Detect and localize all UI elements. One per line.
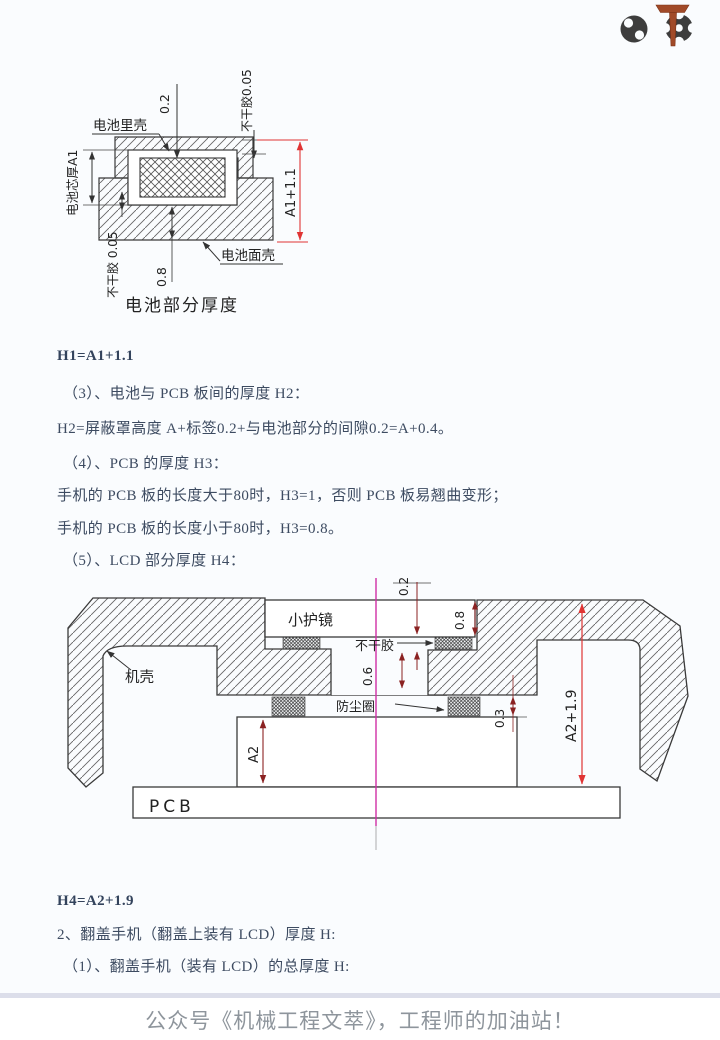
battery-core-shape [139, 157, 226, 198]
lcd-thickness-diagram: 小护镜 PCB 机壳 不干胶 防尘圈 0.2 0.8 0.6 [67, 577, 689, 850]
lcd-platform-shape [236, 716, 518, 788]
dim-gap-mid: 0.6 [361, 667, 375, 686]
dim-lcd-h: A2 [247, 746, 262, 763]
dim-bottom-thk: 0.8 [154, 267, 169, 287]
casing-left-shape [67, 597, 332, 788]
lens-shape [264, 599, 476, 638]
footer-banner: 公众号《机械工程文萃》，工程师的加油站！ [0, 998, 720, 1040]
label-adhesive: 不干胶 [355, 638, 394, 654]
formula-h4: H4=A2+1.9 [57, 893, 134, 909]
body-line: 手机的 PCB 板的长度大于80时，H3=1，否则 PCB 板易翘曲变形； [57, 488, 508, 504]
gear-icon [660, 9, 698, 47]
gear-disc-icon [620, 15, 648, 43]
diagram1-caption: 电池部分厚度 [125, 296, 239, 316]
label-adhesive-right: 不干胶0.05 [239, 69, 254, 132]
label-lens: 小护镜 [288, 611, 333, 629]
adhesive-strip-left [282, 636, 321, 650]
footer-text: 公众号《机械工程文萃》，工程师的加油站！ [145, 1009, 575, 1033]
dim-top-gap: 0.2 [157, 94, 172, 114]
body-line: 2、翻盖手机（翻盖上装有 LCD）厚度 H: [57, 927, 336, 943]
casing-right-shape [427, 599, 689, 783]
label-dust-ring: 防尘圈 [336, 699, 375, 715]
body-line: 手机的 PCB 板的长度小于80时，H3=0.8。 [57, 521, 344, 537]
footer-divider [0, 993, 720, 998]
label-casing: 机壳 [125, 669, 154, 686]
dust-ring-left [271, 696, 306, 717]
label-core-thickness: 电池芯厚A1 [65, 149, 80, 216]
adhesive-strip-right [434, 636, 473, 650]
label-adhesive-left: 不干胶 0.05 [105, 231, 120, 298]
dim-lcd-total: A2+1.9 [564, 690, 580, 742]
letter-t-icon [655, 4, 690, 47]
label-inner-shell: 电池里壳 [93, 118, 147, 134]
site-logo [620, 4, 698, 47]
dim-lens-thk: 0.8 [453, 611, 467, 630]
body-line: （5）、LCD 部分厚度 H4： [63, 553, 246, 569]
body-line: （1）、翻盖手机（装有 LCD）的总厚度 H: [63, 959, 350, 975]
body-line: H2=屏蔽罩高度 A+标签0.2+与电池部分的间隙0.2=A+0.4。 [57, 421, 454, 437]
body-line: （3）、电池与 PCB 板间的厚度 H2： [63, 386, 310, 402]
dim-gap-low: 0.3 [493, 709, 507, 728]
dim-gap-top: 0.2 [397, 577, 411, 596]
dim-total: A1+1.1 [284, 168, 299, 217]
dust-ring-right [447, 696, 481, 717]
battery-thickness-diagram: 电池芯厚A1 0.2 不干胶0.05 A1+1.1 电池里壳 电池面壳 0.8 … [65, 69, 308, 316]
formula-h1: H1=A1+1.1 [57, 348, 134, 364]
body-line: （4）、PCB 的厚度 H3： [63, 456, 229, 472]
label-pcb: PCB [149, 797, 195, 817]
label-face-shell: 电池面壳 [221, 248, 275, 264]
